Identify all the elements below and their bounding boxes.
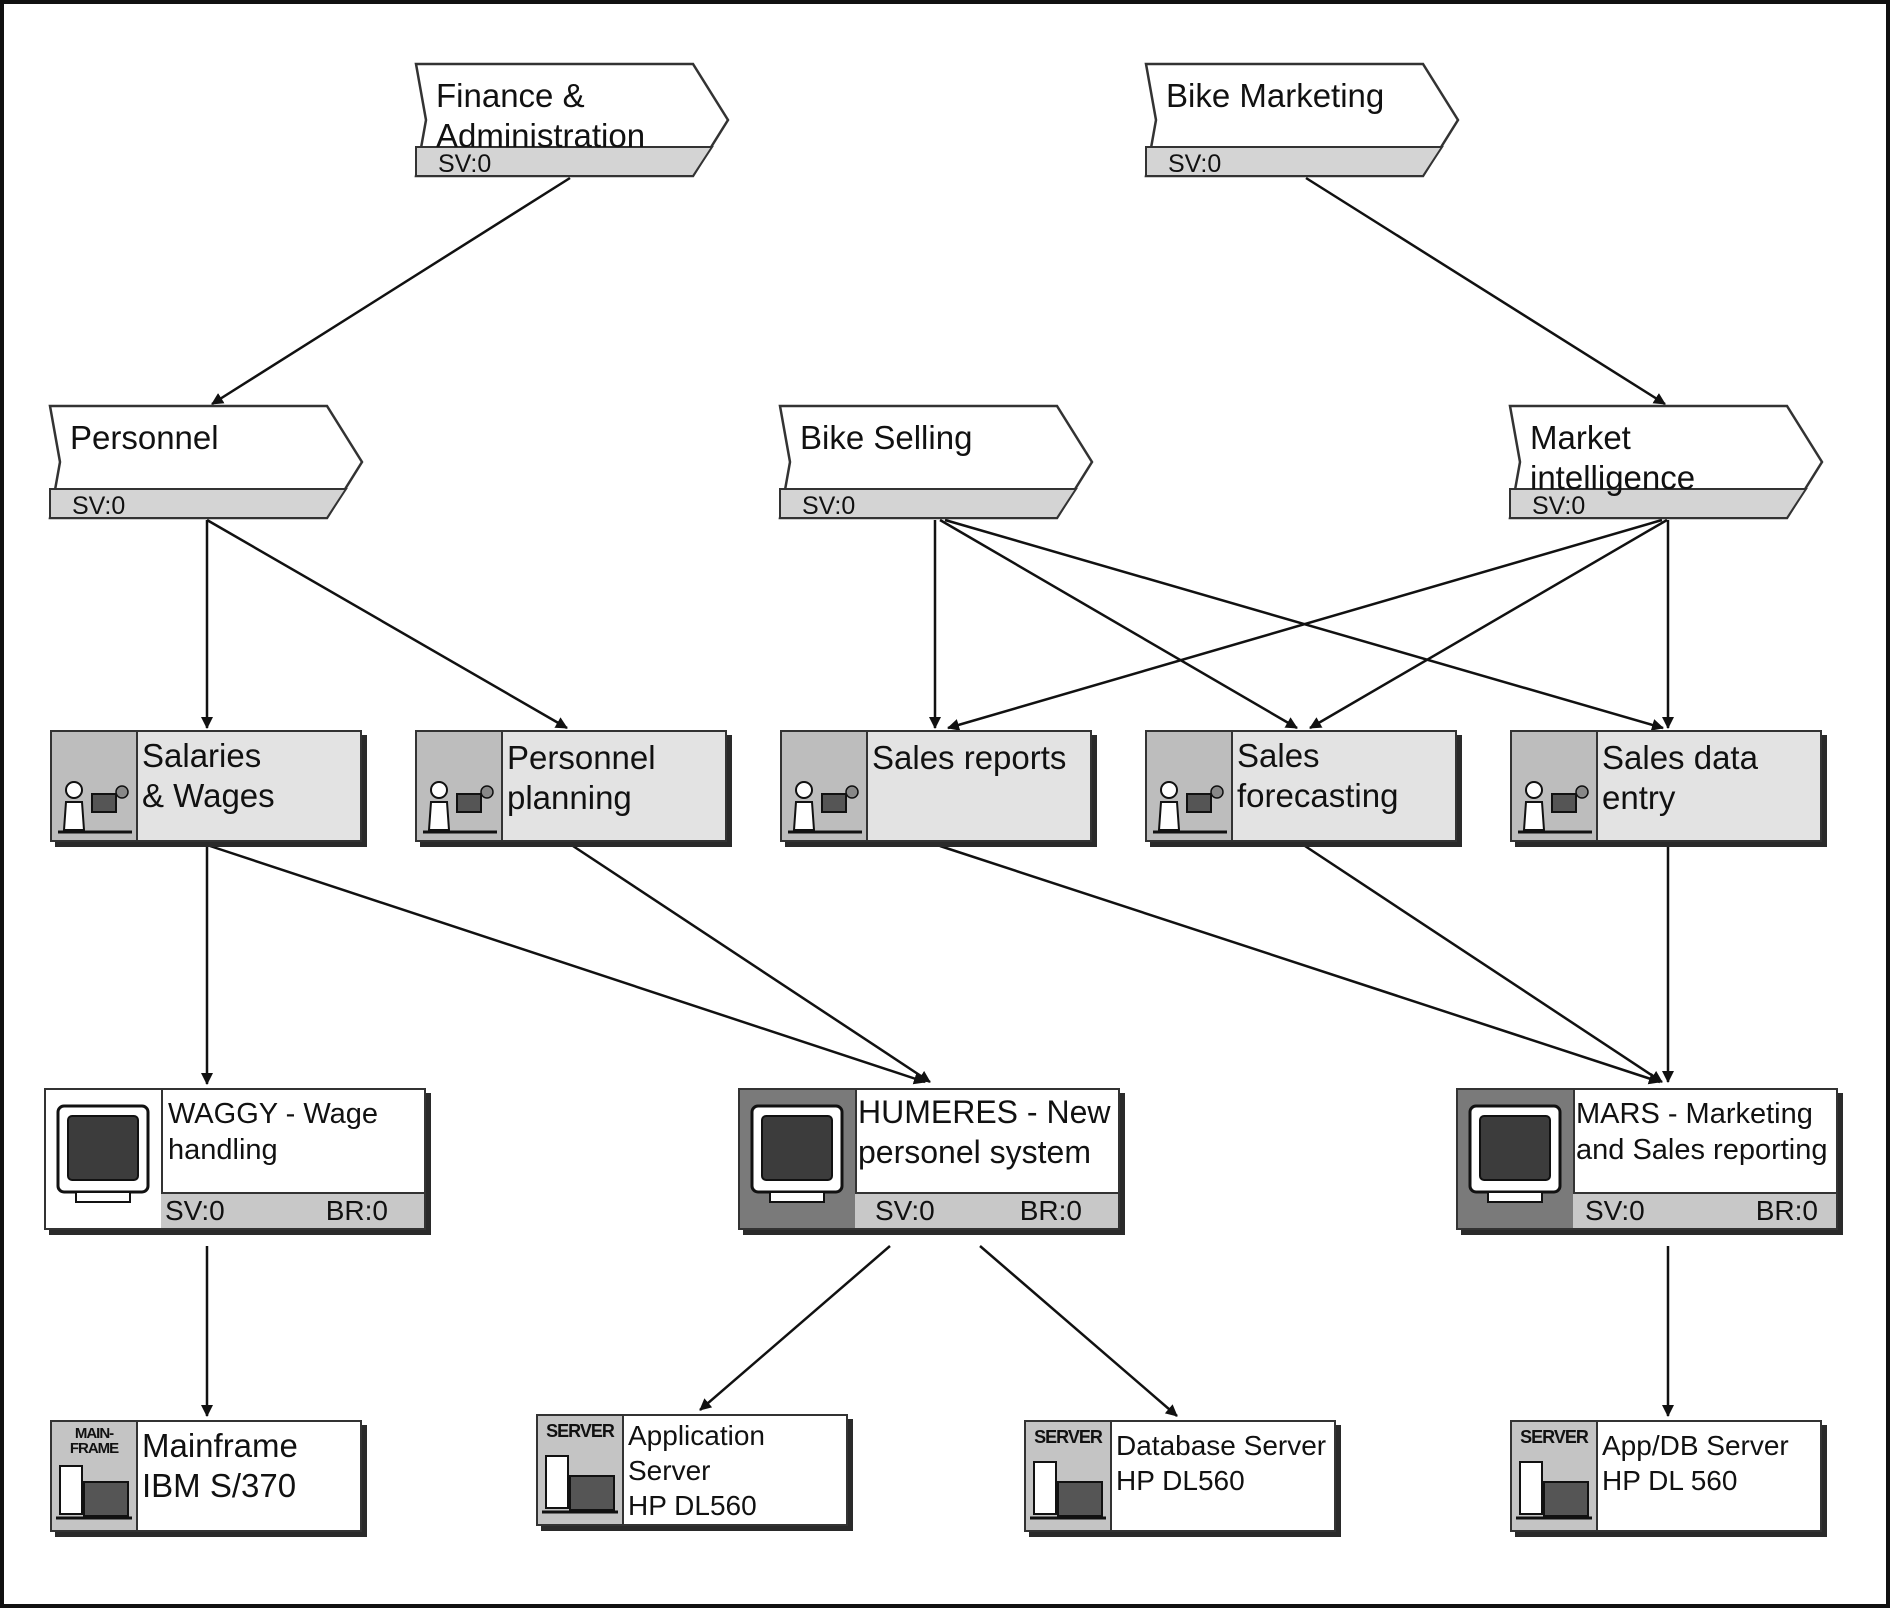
office-workers-icon (782, 732, 868, 840)
connector-salaries-to-humeres (209, 844, 926, 1085)
connector-intel-to-forecasting (1309, 518, 1668, 730)
connector-forecasting-to-mars (1304, 844, 1663, 1084)
br-count: BR:0 (325, 1195, 388, 1226)
server-hardware-icon: SERVER (1026, 1422, 1112, 1530)
connector-reports-to-mars (939, 844, 1661, 1085)
process-title: Bike Selling (800, 419, 973, 456)
connector-humeres-to-db-server (979, 1245, 1178, 1417)
process-chevron-icon (48, 404, 364, 520)
sv-count: SV:0 (1168, 150, 1222, 178)
sv-count: SV:0 (1585, 1195, 1645, 1226)
activity-title: Salaries& Wages (142, 737, 275, 814)
connector-marketing-to-market-intelligence (1305, 176, 1666, 406)
sv-count: SV:0 (72, 492, 126, 520)
connector-finance-to-personnel (211, 176, 571, 406)
system-status-bar: SV:0 BR:0 (161, 1192, 424, 1228)
process-bike-selling[interactable]: Bike Selling SV:0 (778, 404, 1098, 520)
process-title: Personnel (70, 419, 219, 456)
computer-monitor-icon (46, 1090, 163, 1228)
connector-personnel-to-planning (206, 518, 568, 730)
computer-monitor-icon (740, 1090, 857, 1228)
br-count: BR:0 (1019, 1195, 1082, 1226)
server-hardware-icon: MAIN-FRAME (52, 1422, 138, 1530)
process-bike-marketing[interactable]: Bike Marketing SV:0 (1144, 62, 1464, 178)
activity-salaries-wages[interactable]: Salaries& Wages (50, 730, 362, 842)
process-title: Finance &Administration (436, 77, 646, 154)
sv-count: SV:0 (438, 150, 492, 178)
process-chevron-icon (1144, 62, 1460, 178)
office-workers-icon (1512, 732, 1598, 840)
computer-monitor-icon (1458, 1090, 1575, 1228)
icon-label: MAIN-FRAME (69, 1425, 119, 1457)
office-workers-icon (52, 732, 138, 840)
office-workers-icon (417, 732, 503, 840)
sv-count: SV:0 (1532, 492, 1586, 520)
office-workers-icon (1147, 732, 1233, 840)
process-personnel[interactable]: Personnel SV:0 (48, 404, 368, 520)
system-status-bar: SV:0 BR:0 (1573, 1192, 1836, 1228)
process-chevron-icon (1508, 404, 1824, 520)
server-hardware-icon: SERVER (1512, 1422, 1598, 1530)
icon-label: SERVER (1034, 1427, 1103, 1447)
system-status-bar: SV:0 BR:0 (855, 1192, 1118, 1228)
icon-label: SERVER (1520, 1427, 1589, 1447)
process-chevron-icon (414, 62, 730, 178)
sv-count: SV:0 (875, 1195, 935, 1226)
sv-count: SV:0 (802, 492, 856, 520)
icon-label: SERVER (546, 1421, 615, 1441)
server-hardware-icon: SERVER (538, 1416, 624, 1524)
connector-selling-to-forecasting (939, 518, 1298, 730)
connector-planning-to-humeres (572, 844, 931, 1084)
br-count: BR:0 (1755, 1195, 1818, 1226)
process-title: Bike Marketing (1166, 77, 1385, 114)
process-chevron-icon (778, 404, 1094, 520)
activity-title: Sales reports (872, 739, 1067, 776)
connector-intel-to-reports (947, 518, 1663, 731)
process-finance-administration[interactable]: Finance &Administration SV:0 (414, 62, 734, 178)
connector-humeres-to-app-server (699, 1245, 891, 1411)
activity-sales-reports[interactable]: Sales reports (780, 730, 1092, 842)
sv-count: SV:0 (165, 1195, 225, 1226)
